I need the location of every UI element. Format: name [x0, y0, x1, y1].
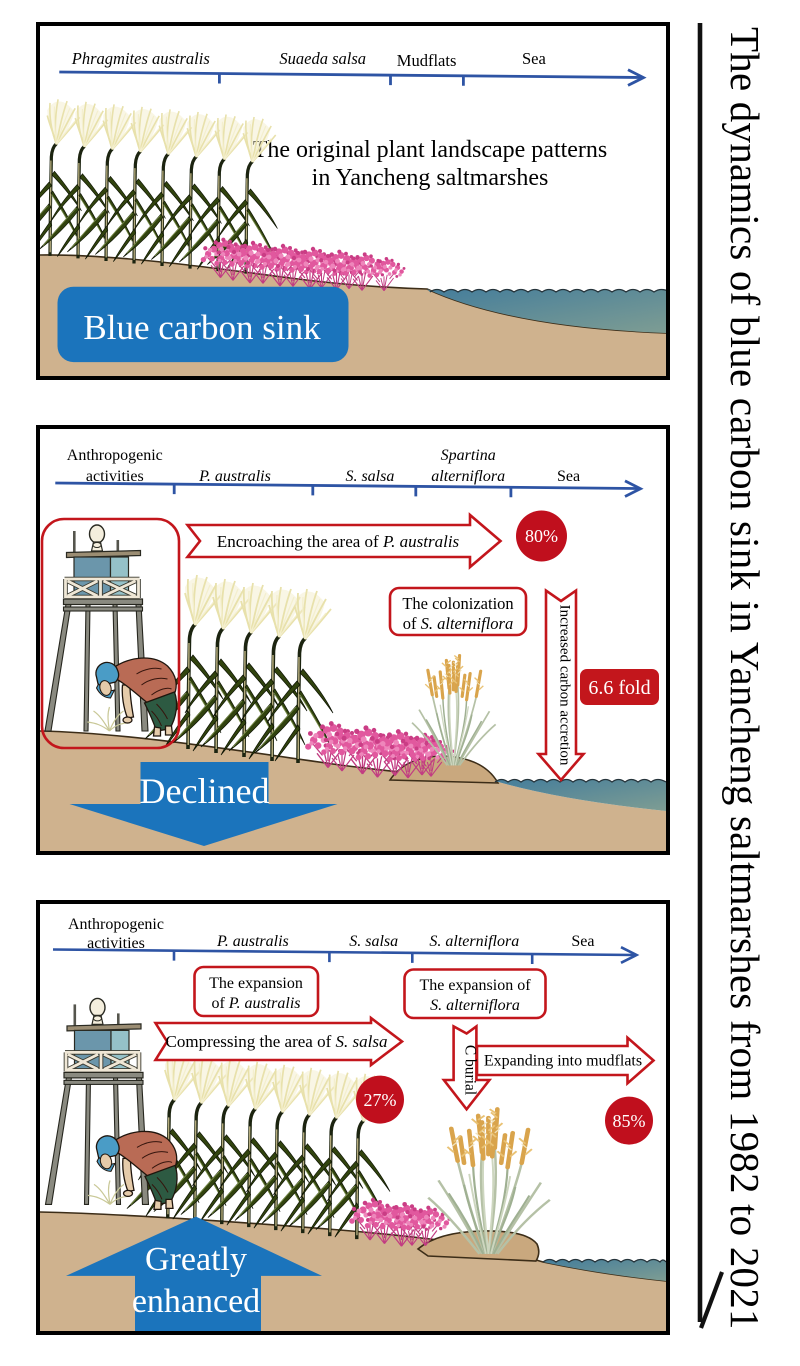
svg-text:The original plant landscape p: The original plant landscape patterns: [253, 137, 608, 163]
svg-text:Compressing the area of S. sal: Compressing the area of S. salsa: [166, 1032, 388, 1051]
svg-text:The colonization: The colonization: [402, 594, 513, 613]
svg-text:Mudflats: Mudflats: [397, 51, 457, 70]
svg-text:Phragmites australis: Phragmites australis: [71, 49, 210, 68]
svg-text:Encroaching the area of P. aus: Encroaching the area of P. australis: [217, 532, 460, 551]
svg-text:Expanding into mudflats: Expanding into mudflats: [484, 1052, 642, 1069]
svg-text:80%: 80%: [525, 526, 558, 546]
svg-text:27%: 27%: [364, 1090, 397, 1110]
svg-text:activities: activities: [86, 468, 144, 485]
svg-text:C burial: C burial: [462, 1045, 479, 1095]
svg-text:Sea: Sea: [571, 933, 594, 950]
svg-text:Suaeda salsa: Suaeda salsa: [279, 49, 366, 68]
svg-text:Anthropogenic: Anthropogenic: [67, 447, 163, 464]
svg-text:S. salsa: S. salsa: [345, 468, 394, 485]
svg-text:of S. alterniflora: of S. alterniflora: [403, 614, 513, 633]
svg-text:Blue carbon sink: Blue carbon sink: [83, 308, 321, 347]
svg-text:Greatly: Greatly: [145, 1241, 247, 1278]
svg-text:Anthropogenic: Anthropogenic: [68, 916, 164, 933]
svg-text:Increased carbon accretion: Increased carbon accretion: [557, 605, 573, 766]
svg-text:of P. australis: of P. australis: [211, 995, 300, 1012]
svg-text:in Yancheng saltmarshes: in Yancheng saltmarshes: [312, 165, 549, 191]
svg-text:Sea: Sea: [522, 49, 547, 68]
svg-text:S. alterniflora: S. alterniflora: [429, 933, 519, 950]
svg-text:The expansion: The expansion: [209, 975, 303, 992]
svg-text:enhanced: enhanced: [132, 1283, 260, 1320]
svg-text:Declined: Declined: [140, 771, 270, 811]
svg-text:P. australis: P. australis: [198, 468, 271, 485]
svg-text:The expansion of: The expansion of: [419, 977, 531, 994]
svg-text:S. alterniflora: S. alterniflora: [430, 997, 520, 1014]
svg-text:6.6 fold: 6.6 fold: [588, 677, 650, 699]
svg-text:85%: 85%: [613, 1111, 646, 1131]
svg-text:Spartina: Spartina: [441, 447, 496, 464]
svg-text:Sea: Sea: [557, 468, 580, 485]
svg-text:alterniflora: alterniflora: [431, 468, 505, 485]
svg-text:S. salsa: S. salsa: [349, 933, 398, 950]
svg-text:activities: activities: [87, 935, 145, 952]
svg-text:P. australis: P. australis: [216, 933, 289, 950]
